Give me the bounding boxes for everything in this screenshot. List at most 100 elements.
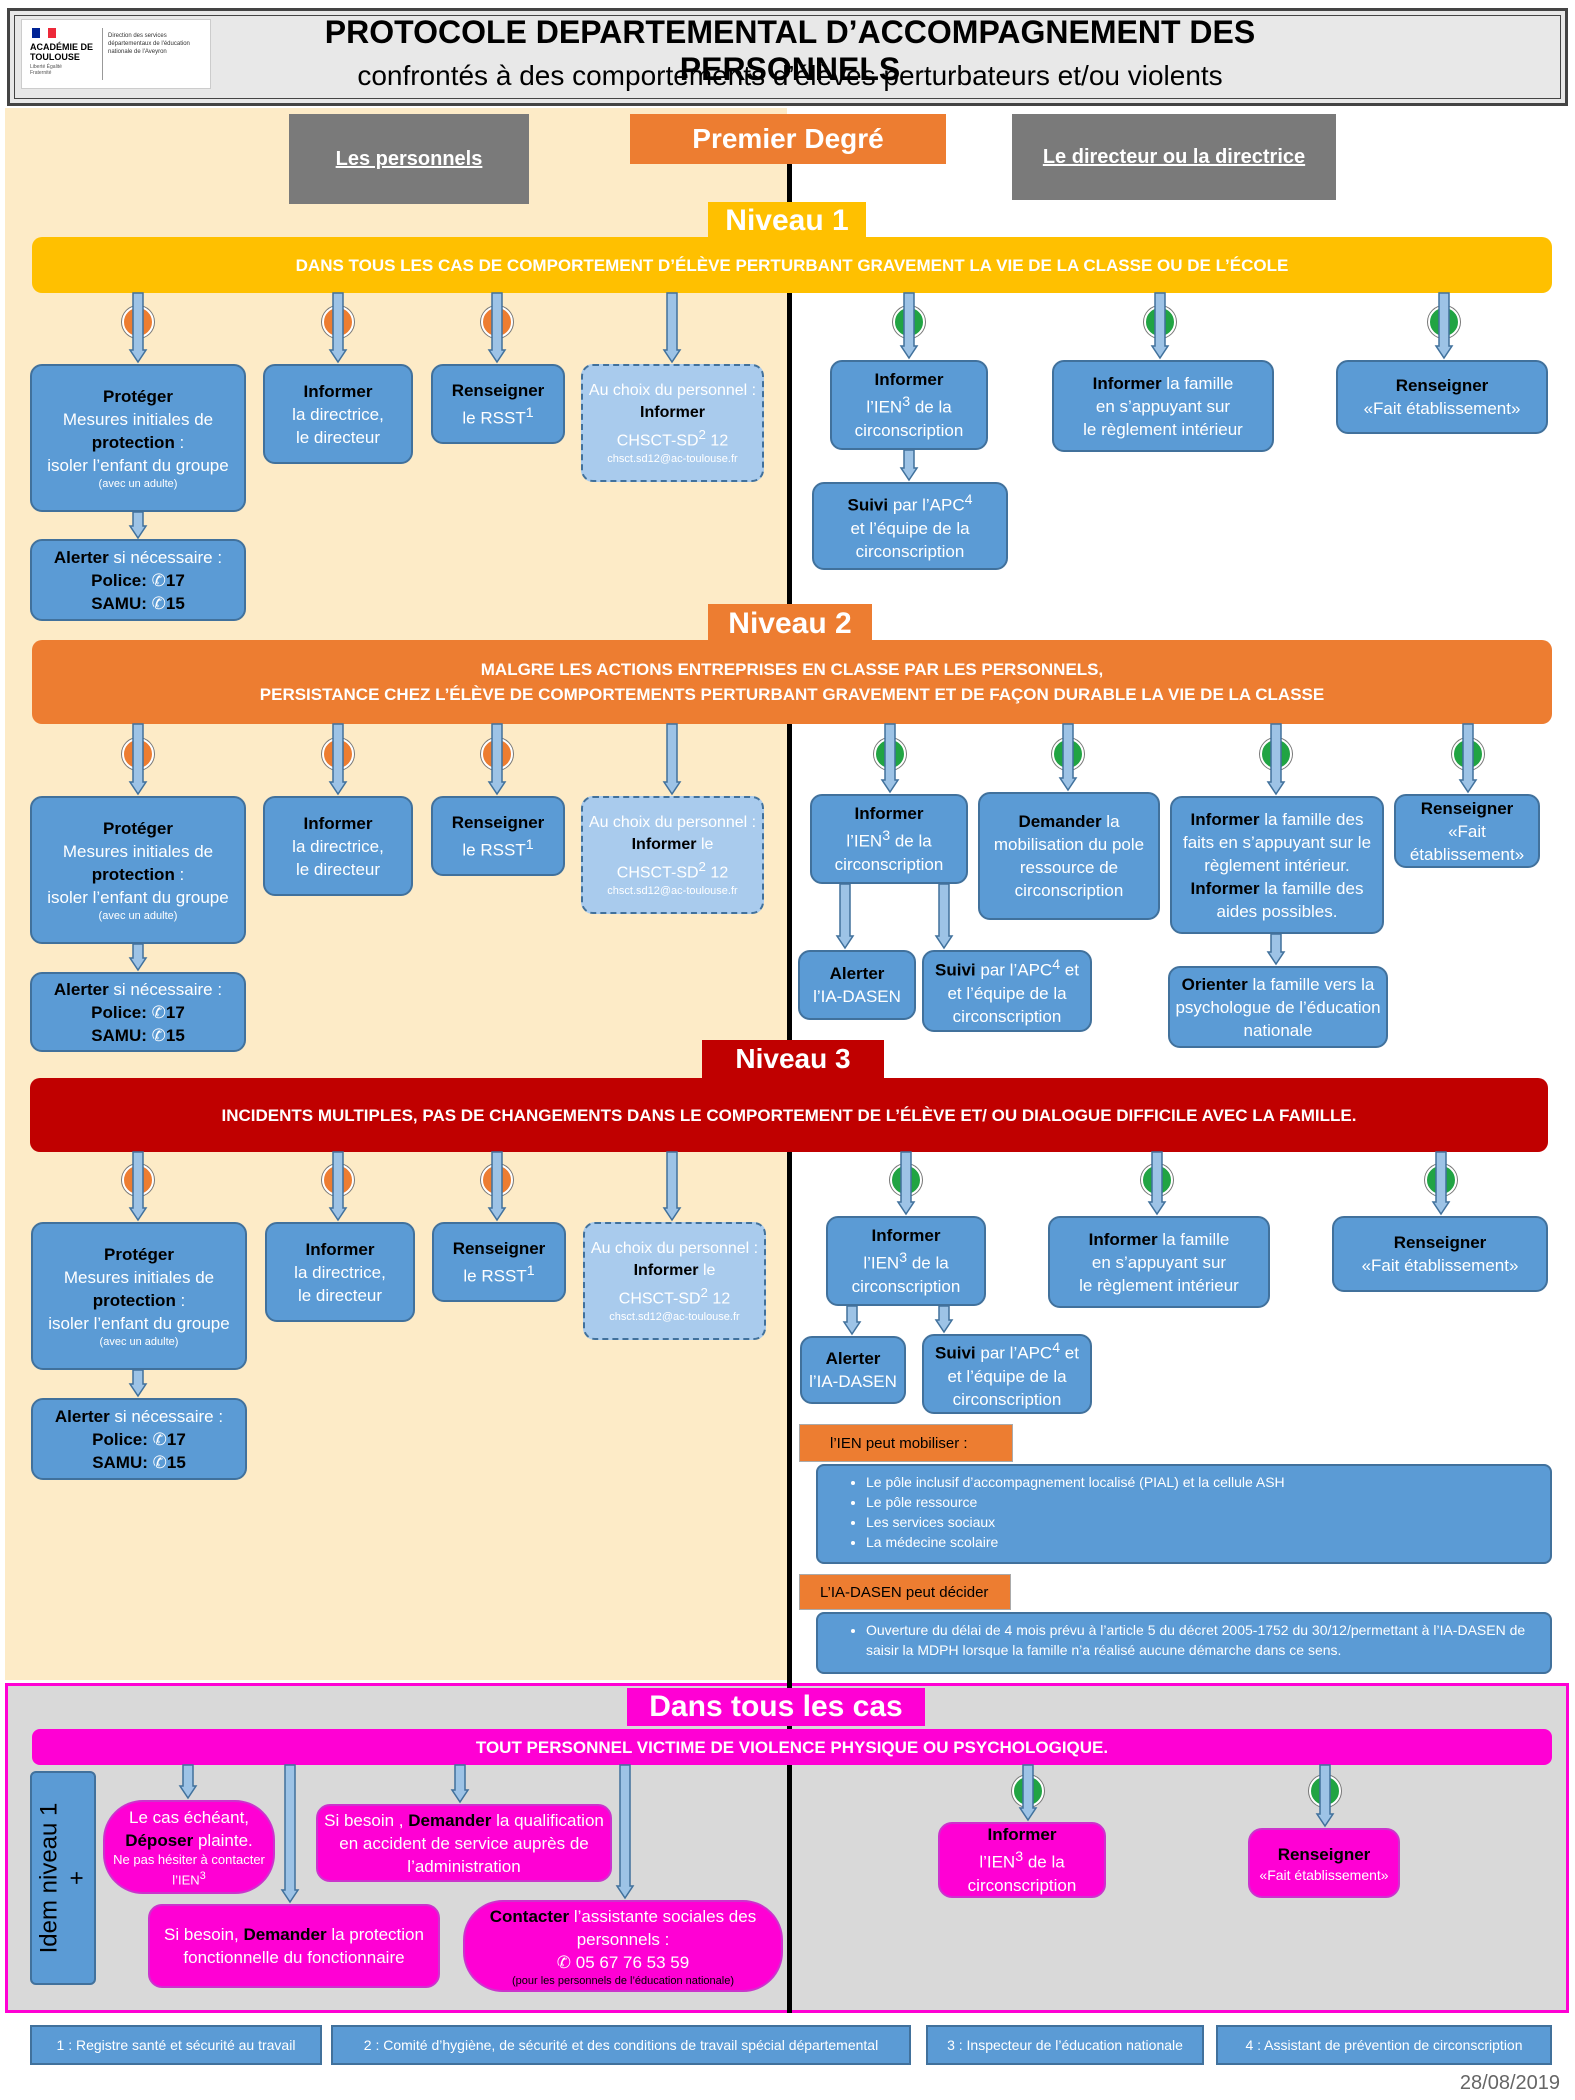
la-directrice: la directrice, [292,836,384,856]
chsct-text: CHSCT-SD [616,864,699,882]
isoler-text: isoler l’enfant du groupe [47,456,229,475]
ien-text: l’IEN [979,1852,1016,1872]
informer-label: Informer [871,1226,941,1246]
avec-adulte-text: (avec un adulte) [98,478,178,490]
circonscription: circonscription [855,541,965,561]
police-number: 17 [165,1002,185,1022]
n1-dir-step-2-badge: 2 [1144,306,1176,338]
n1-dir-step-1-badge: 1 [893,306,925,338]
footnote-ref: 3 [882,828,891,845]
si-necessaire: si nécessaire : [109,1406,224,1426]
samu-label: SAMU: [91,1025,147,1045]
n2-demander-box: Demander la mobilisation du pole ressour… [978,792,1160,920]
renseigner-label: Renseigner [451,380,545,400]
premier-degre-title: Premier Degré [630,114,946,164]
n3-alerter-box: Alerter si nécessaire : Police: ✆17 SAMU… [31,1398,247,1480]
footnote-ref: 3 [899,1250,908,1267]
n1-step-1-badge: 1 [122,306,154,338]
n1-suivi-box: Suivi par l’APC4 et l’équipe de la circo… [812,482,1008,570]
renseigner-label: Renseigner [1420,798,1514,818]
informer-label: Informer [854,804,924,824]
et-text: et [1060,1343,1079,1363]
ia-dasen-decider-list: Ouverture du délai de 4 mois prévu à l’a… [816,1612,1552,1674]
aides-text: la famille des aides possibles. [1216,878,1364,921]
en-appuyant: en s’appuyant sur [1095,396,1231,416]
deposer-plainte-box: Le cas échéant, Déposer plainte. Ne pas … [103,1800,275,1894]
title-header [7,8,1568,106]
niveau-3-banner: INCIDENTS MULTIPLES, PAS DE CHANGEMENTS … [30,1078,1548,1152]
n3-step-3-badge: 3 [481,1164,513,1196]
proteger-label: Protéger [104,1245,174,1264]
besoin-text: Si besoin , [324,1810,404,1830]
mesures-text: Mesures initiales de [62,410,214,429]
page-title: PROTOCOLE DEPARTEMENTAL D’ACCOMPAGNEMENT… [324,14,1256,87]
n1-proteger-box: Protéger Mesures initiales de protection… [30,364,246,512]
footnote-ref: 3 [1015,1849,1024,1866]
chsct-text: CHSCT-SD [618,1290,701,1308]
n2-dir-step-4-badge: 4 [1452,738,1484,770]
chsct-number: 12 [705,432,729,450]
reglement: le règlement intérieur [1079,1275,1239,1295]
renseigner-label: Renseigner [452,1238,546,1258]
informer-label: Informer [987,1825,1057,1845]
mesures-text: Mesures initiales de [63,1268,215,1287]
assistante-phone: 05 67 76 53 59 [575,1952,690,1972]
ien-peut-mobiliser-label: l’IEN peut mobiliser : [799,1424,1013,1462]
au-choix-text: Au choix du personnel : [588,813,757,831]
le-text: le [698,1261,716,1279]
circonscription: circonscription [952,1389,1062,1409]
n2-informer-famille-box: Informer la famille des faits en s’appuy… [1170,796,1384,934]
n2-au-choix-box: Au choix du personnel : Informer le CHSC… [581,796,764,914]
logo-divider [102,28,103,80]
de-la: de la [910,397,952,417]
informer-label: Informer [633,1261,699,1279]
dans-tous-les-cas-banner: TOUT PERSONNEL VICTIME DE VIOLENCE PHYSI… [32,1729,1552,1765]
circonscription: circonscription [967,1875,1077,1895]
chsct-number: 12 [707,1290,731,1308]
phone-icon: ✆ [556,1952,576,1972]
alerter-label: Alerter [53,547,109,567]
footnote-ref: 1 [525,836,534,853]
flag-icon [32,28,56,38]
footnote-3: 3 : Inspecteur de l’éducation nationale [926,2025,1204,2065]
n1-alerter-box: Alerter si nécessaire : Police: ✆17 SAMU… [30,539,246,621]
n3-au-choix-box: Au choix du personnel : Informer le CHSC… [583,1222,766,1340]
orienter-label: Orienter [1181,974,1248,994]
n1-renseigner-fait-box: Renseigner «Fait établissement» [1336,360,1548,434]
samu-number: 15 [165,593,185,613]
la-directrice: la directrice, [292,404,384,424]
mobilisation-text: mobilisation du pole ressource de circon… [993,835,1145,900]
tous-dir-step-1-badge: 1 [1012,1775,1044,1807]
samu-number: 15 [166,1452,186,1472]
informer-label: Informer [1092,373,1162,393]
chsct-email: chsct.sd12@ac-toulouse.fr [607,453,738,466]
n3-informer-ien-box: Informer l’IEN3 de la circonscription [826,1216,986,1306]
n1-step-3-badge: 3 [481,306,513,338]
chsct-number: 12 [705,864,729,882]
informer-label: Informer [1190,809,1260,829]
isoler-text: isoler l’enfant du groupe [47,888,229,907]
proteger-label: Protéger [103,387,173,406]
samu-number: 15 [165,1025,185,1045]
footnote-ref: 2 [698,858,706,874]
famille-text: la famille [1157,1229,1230,1249]
page-subtitle: confrontés à des comportements d’élèves … [357,60,1223,91]
protection-text: la protection fonctionnelle du fonctionn… [183,1925,424,1967]
idem-niveau-1-box: Idem niveau 1 + [30,1771,96,1985]
police-number: 17 [165,570,185,590]
column-directeur: Le directeur ou la directrice [1012,114,1336,200]
n2-suivi-box: Suivi par l’APC4 et et l’équipe de la ci… [922,950,1092,1032]
dans-tous-les-cas-title: Dans tous les cas [627,1688,925,1726]
proteger-label: Protéger [103,819,173,838]
ien-text: l’IEN [863,1253,900,1273]
informer-label: Informer [303,381,373,401]
niveau-3-title: Niveau 3 [702,1040,884,1078]
alerter-label: Alerter [54,1406,110,1426]
n2-alerter-dasen-box: Alerter l’IA-DASEN [798,950,916,1020]
n1-informer-ien-box: Informer l’IEN3 de la circonscription [830,360,988,450]
police-label: Police: [92,1429,148,1449]
informer-label: Informer [640,403,705,421]
n2-orienter-box: Orienter la famille vers la psychologue … [1168,966,1388,1048]
n2-step-3-badge: 3 [481,738,513,770]
renseigner-label: Renseigner [1393,1233,1487,1252]
